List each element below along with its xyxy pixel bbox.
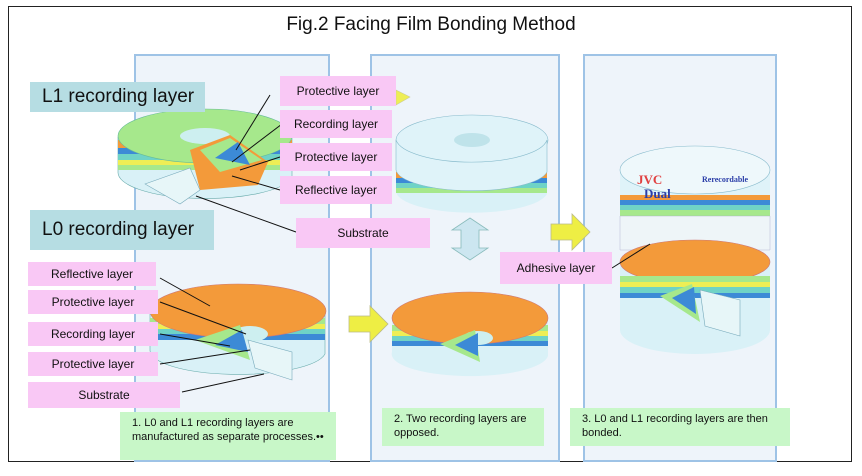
l1-label-protective-2: Protective layer (280, 143, 392, 171)
l0-heading: L0 recording layer (30, 210, 214, 250)
step2-top-disc (395, 114, 549, 213)
l0-label-protective-1: Protective layer (28, 290, 158, 314)
l1-label-substrate: Substrate (296, 218, 430, 248)
l1-label-protective-1: Protective layer (280, 76, 396, 106)
step-2-note: 2. Two recording layers are opposed. (382, 408, 544, 446)
l0-leader-lines (159, 243, 651, 393)
disc-sub: Dual (644, 186, 671, 201)
l1-disc (117, 108, 293, 205)
arrow-to-step3 (550, 213, 591, 251)
arrow-to-step2 (348, 305, 389, 343)
l0-label-reflective: Reflective layer (28, 262, 156, 286)
l1-label-recording: Recording layer (280, 110, 392, 138)
l0-label-substrate: Substrate (28, 382, 180, 408)
l1-label-reflective: Reflective layer (280, 176, 392, 204)
figure-title: Fig.2 Facing Film Bonding Method (286, 14, 576, 35)
disc-type: Rerecordable (702, 175, 749, 184)
l0-label-recording: Recording layer (28, 322, 158, 346)
vertical-double-arrow (450, 217, 490, 261)
l0-disc (149, 283, 327, 381)
arrow-top-right (395, 89, 411, 106)
l1-heading: L1 recording layer (30, 82, 205, 112)
disc-brand: JVC (637, 172, 662, 187)
step3-bonded-disc (619, 145, 771, 354)
step-1-note: 1. L0 and L1 recording layers are manufa… (120, 412, 336, 460)
l1-leader-lines (195, 94, 297, 233)
l0-label-protective-2: Protective layer (28, 352, 158, 376)
step2-bottom-disc (391, 291, 549, 377)
adhesive-label: Adhesive layer (500, 252, 612, 284)
step-3-note: 3. L0 and L1 recording layers are then b… (570, 408, 790, 446)
